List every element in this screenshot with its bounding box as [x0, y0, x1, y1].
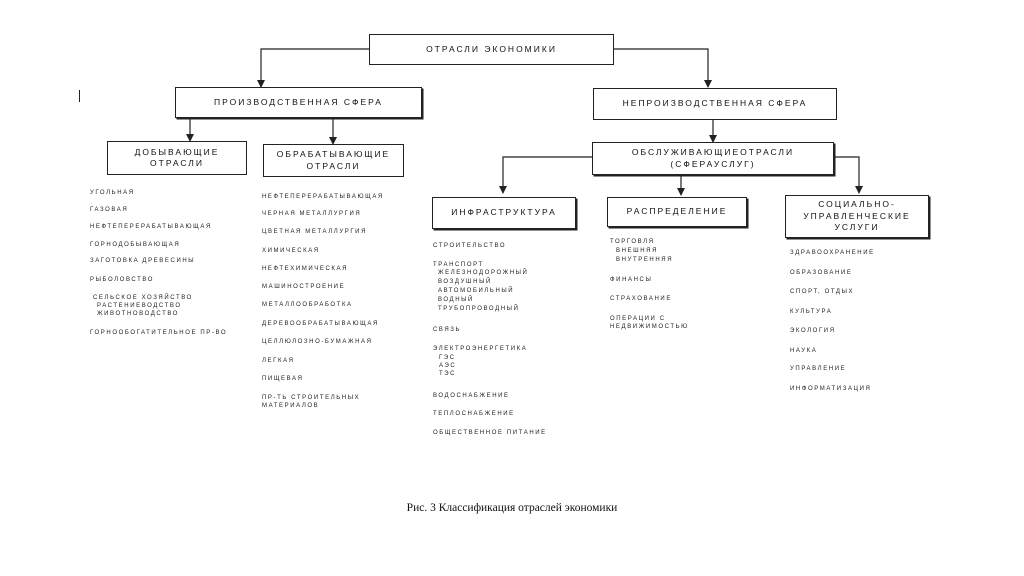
- list-item: ОБЩЕСТВЕННОЕ ПИТАНИЕ: [433, 430, 547, 436]
- list-item: ИНФОРМАТИЗАЦИЯ: [790, 386, 872, 392]
- infrastructure-label: ИНФРАСТРУКТУРА: [451, 207, 557, 218]
- list-item: КУЛЬТУРА: [790, 309, 833, 315]
- list-item: ВОДНЫЙ: [438, 297, 474, 303]
- list-item: ПИЩЕВАЯ: [262, 376, 304, 382]
- list-item: МАШИНОСТРОЕНИЕ: [262, 284, 346, 290]
- list-item: ЛЕГКАЯ: [262, 358, 295, 364]
- list-item: ГЭС: [439, 355, 456, 361]
- list-item: ВОЗДУШНЫЙ: [438, 279, 492, 285]
- list-item: ВНЕШНЯЯ: [616, 248, 659, 254]
- social-label: СОЦИАЛЬНО-УПРАВЛЕНЧЕСКИЕ УСЛУГИ: [803, 199, 911, 233]
- processing-label: ОБРАБАТЫВАЮЩИЕ ОТРАСЛИ: [276, 149, 391, 171]
- list-item: СТРАХОВАНИЕ: [610, 296, 672, 302]
- nonproduction-box: НЕПРОИЗВОДСТВЕННАЯ СФЕРА: [593, 88, 837, 120]
- list-item: ТОРГОВЛЯ: [610, 239, 655, 245]
- list-item: ВНУТРЕННЯЯ: [616, 257, 674, 263]
- list-item: АЭС: [439, 363, 457, 369]
- list-item: ОПЕРАЦИИ С: [610, 316, 666, 322]
- arrow-root-production: [257, 48, 370, 88]
- list-item: ЗАГОТОВКА ДРЕВЕСИНЫ: [90, 258, 196, 264]
- list-item: ЖЕЛЕЗНОДОРОЖНЫЙ: [438, 270, 529, 276]
- root-box: ОТРАСЛИ ЭКОНОМИКИ: [369, 34, 614, 65]
- list-item: ГОРНОДОБЫВАЮЩАЯ: [90, 242, 181, 248]
- figure-caption: Рис. 3 Классификация отраслей экономики: [406, 502, 618, 514]
- list-item: ТРАНСПОРТ: [433, 262, 484, 268]
- root-label: ОТРАСЛИ ЭКОНОМИКИ: [426, 43, 557, 54]
- list-item: ЖИВОТНОВОДСТВО: [97, 311, 180, 317]
- list-item: НАУКА: [790, 348, 818, 354]
- list-item: МЕТАЛЛООБРАБОТКА: [262, 302, 353, 308]
- list-item: ВОДОСНАБЖЕНИЕ: [433, 393, 510, 399]
- list-item: ДЕРЕВООБРАБАТЫВАЮЩАЯ: [262, 321, 379, 327]
- nonproduction-label: НЕПРОИЗВОДСТВЕННАЯ СФЕРА: [622, 98, 808, 109]
- list-item: УПРАВЛЕНИЕ: [790, 366, 847, 372]
- list-item: ГОРНООБОГАТИТЕЛЬНОЕ ПР-ВО: [90, 330, 228, 336]
- list-item: ОБРАЗОВАНИЕ: [790, 270, 853, 276]
- list-item: ГАЗОВАЯ: [90, 207, 129, 213]
- arrow-services-infrastructure: [499, 156, 592, 194]
- list-item: ЭКОЛОГИЯ: [790, 328, 836, 334]
- infrastructure-box: ИНФРАСТРУКТУРА: [432, 197, 576, 229]
- list-item: ЗДРАВООХРАНЕНИЕ: [790, 250, 875, 256]
- list-item: ЭЛЕКТРОЭНЕРГЕТИКА: [433, 346, 528, 352]
- list-item: ТЕПЛОСНАБЖЕНИЕ: [433, 411, 515, 417]
- list-item: ХИМИЧЕСКАЯ: [262, 248, 320, 254]
- list-item: ЦВЕТНАЯ МЕТАЛЛУРГИЯ: [262, 229, 368, 235]
- list-item: ФИНАНСЫ: [610, 277, 653, 283]
- list-item: РЫБОЛОВСТВО: [90, 277, 155, 283]
- list-item: НЕФТЕХИМИЧЕСКАЯ: [262, 266, 349, 272]
- list-item: ПР-ТЬ СТРОИТЕЛЬНЫХ: [262, 395, 361, 401]
- extracting-box: ДОБЫВАЮЩИЕ ОТРАСЛИ: [107, 141, 247, 175]
- distribution-box: РАСПРЕДЕЛЕНИЕ: [607, 197, 747, 227]
- text-cursor: [79, 90, 80, 102]
- list-item: НЕДВИЖИМОСТЬЮ: [610, 324, 689, 330]
- list-item: СВЯЗЬ: [433, 327, 462, 333]
- processing-box: ОБРАБАТЫВАЮЩИЕ ОТРАСЛИ: [263, 144, 404, 177]
- extracting-label: ДОБЫВАЮЩИЕ ОТРАСЛИ: [134, 146, 220, 168]
- list-item: РАСТЕНИЕВОДСТВО: [97, 303, 182, 309]
- services-box: ОБСЛУЖИВАЮЩИЕОТРАСЛИ (СФЕРАУСЛУГ): [592, 142, 834, 175]
- list-item: НЕФТЕПЕРЕРАБАТЫВАЮЩАЯ: [262, 194, 384, 200]
- list-item: ЧЕРНАЯ МЕТАЛЛУРГИЯ: [262, 211, 362, 217]
- list-item: СПОРТ, ОТДЫХ: [790, 289, 855, 295]
- distribution-label: РАСПРЕДЕЛЕНИЕ: [626, 206, 728, 217]
- production-label: ПРОИЗВОДСТВЕННАЯ СФЕРА: [214, 96, 383, 107]
- list-item: НЕФТЕПЕРЕРАБАТЫВАЮЩАЯ: [90, 224, 212, 230]
- arrow-root-nonproduction: [613, 48, 712, 88]
- services-label: ОБСЛУЖИВАЮЩИЕОТРАСЛИ (СФЕРАУСЛУГ): [631, 147, 795, 169]
- social-box: СОЦИАЛЬНО-УПРАВЛЕНЧЕСКИЕ УСЛУГИ: [785, 195, 929, 238]
- list-item: ЦЕЛЛЮЛОЗНО-БУМАЖНАЯ: [262, 339, 373, 345]
- production-box: ПРОИЗВОДСТВЕННАЯ СФЕРА: [175, 87, 422, 118]
- list-item: УГОЛЬНАЯ: [90, 190, 135, 196]
- list-item: АВТОМОБИЛЬНЫЙ: [438, 288, 515, 294]
- list-item: ТРУБОПРОВОДНЫЙ: [438, 306, 520, 312]
- list-item: ТЭС: [439, 371, 457, 377]
- list-item: СЕЛЬСКОЕ ХОЗЯЙСТВО: [93, 295, 193, 301]
- list-item: СТРОИТЕЛЬСТВО: [433, 243, 507, 249]
- arrow-services-social: [833, 156, 863, 194]
- list-item: МАТЕРИАЛОВ: [262, 403, 320, 409]
